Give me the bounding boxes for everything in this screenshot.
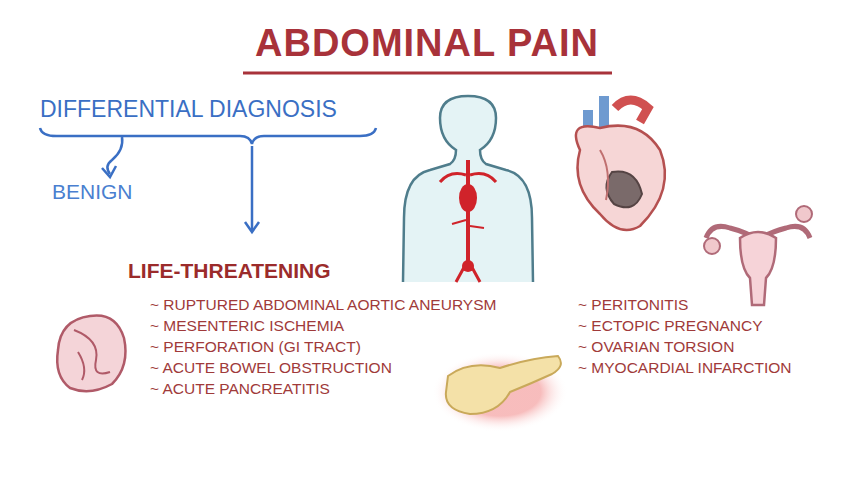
list-item: ~ ACUTE PANCREATITIS <box>150 380 330 398</box>
branch-label: LIFE-THREATENING <box>128 259 331 283</box>
arrow-line <box>251 146 254 230</box>
arrow-head <box>245 222 259 232</box>
title-underline <box>243 72 612 75</box>
list-item: ~ PERFORATION (GI TRACT) <box>150 338 361 356</box>
list-item: ~ RUPTURED ABDOMINAL AORTIC ANEURYSM <box>150 296 496 314</box>
list-item: ~ MESENTERIC ISCHEMIA <box>150 317 344 335</box>
arrow-head <box>102 166 116 177</box>
pancreas <box>432 352 568 432</box>
heading: DIFFERENTIAL DIAGNOSIS <box>40 96 337 123</box>
brace <box>40 128 376 144</box>
list-item: ~ PERITONITIS <box>578 296 688 314</box>
list-item: ~ OVARIAN TORSION <box>578 338 734 356</box>
list-item: ~ MYOCARDIAL INFARCTION <box>578 359 791 377</box>
title: ABDOMINAL PAIN <box>255 22 599 65</box>
intestine <box>57 315 125 391</box>
list-item: ~ ACUTE BOWEL OBSTRUCTION <box>150 359 392 377</box>
branch-label: BENIGN <box>52 180 133 204</box>
list-item: ~ ECTOPIC PREGNANCY <box>578 317 762 335</box>
body-figure <box>403 96 533 282</box>
uterus <box>704 206 812 305</box>
heart <box>576 96 665 230</box>
